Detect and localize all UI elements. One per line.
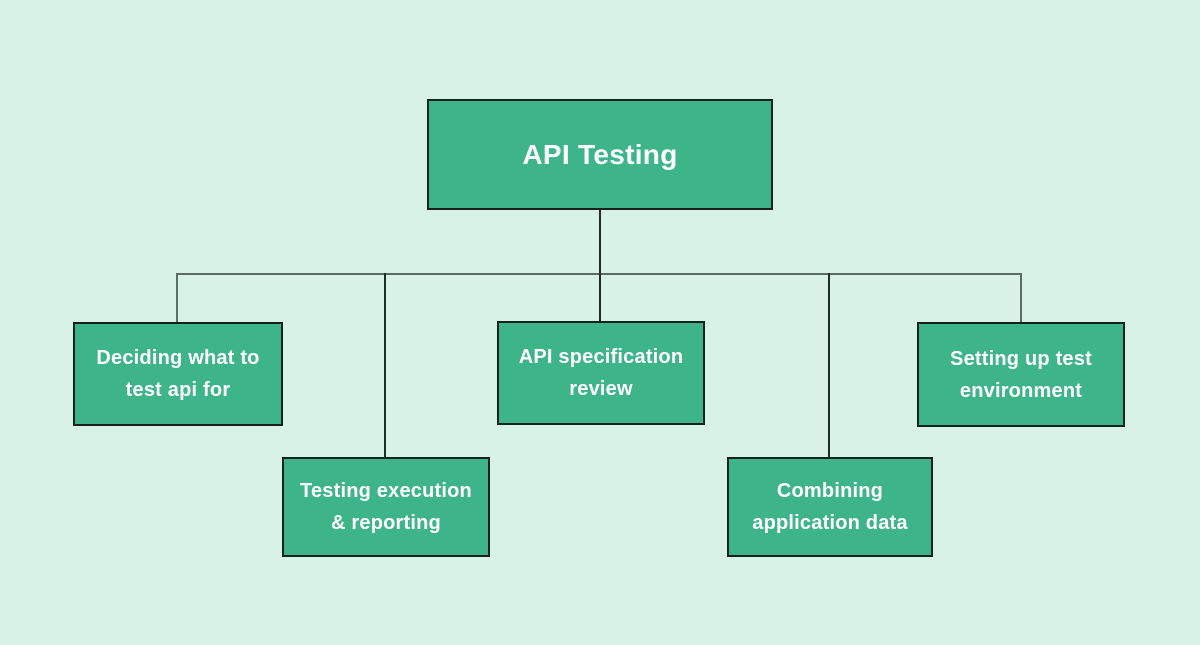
node-label-line: API specification — [518, 346, 684, 368]
node-label-line: application data — [752, 512, 908, 534]
node-label-line: test api for — [125, 379, 231, 401]
connector-drop-setting-up — [1020, 273, 1022, 322]
node-testing-execution-reporting: Testing execution & reporting — [282, 457, 490, 557]
node-api-specification-review: API specification review — [497, 321, 705, 425]
connector-drop-api-specification — [599, 273, 601, 321]
node-combining-application-data: Combining application data — [727, 457, 933, 557]
node-label-line: review — [569, 378, 633, 400]
connector-drop-testing-execution — [384, 273, 386, 457]
node-label-line: environment — [959, 379, 1083, 402]
node-label-line: Setting up test — [950, 347, 1092, 370]
connector-root-trunk — [599, 210, 601, 275]
node-api-testing: API Testing — [427, 99, 773, 210]
connector-drop-combining — [828, 273, 830, 457]
node-deciding-what-to-test: Deciding what to test api for — [73, 322, 283, 426]
node-label-line: Deciding what to — [96, 347, 260, 369]
node-label-line: Testing execution — [300, 480, 472, 502]
node-label: API Testing — [522, 138, 678, 170]
connector-drop-deciding — [176, 273, 178, 322]
node-setting-up-test-environment: Setting up test environment — [917, 322, 1125, 427]
node-label-line: Combining — [776, 480, 884, 502]
node-label-line: & reporting — [331, 512, 441, 534]
